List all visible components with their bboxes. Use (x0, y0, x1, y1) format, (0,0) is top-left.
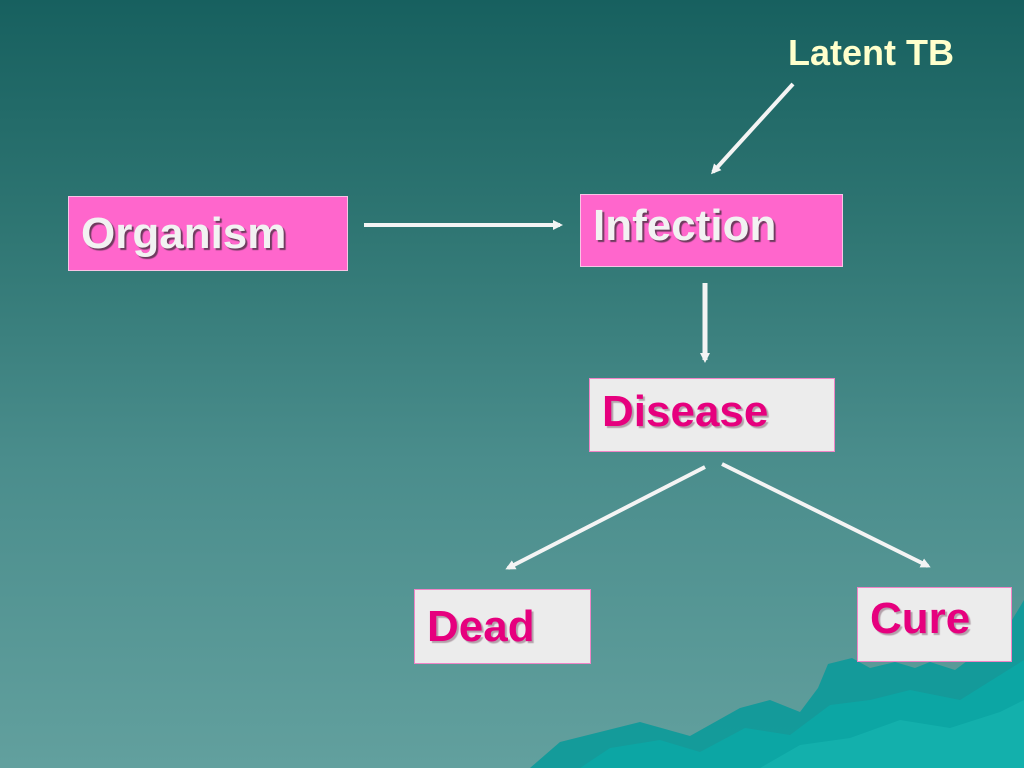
latent-tb-label: Latent TB (788, 32, 954, 73)
mountain-peak (760, 700, 1024, 768)
node-infection: Infection (580, 194, 843, 267)
node-dead: Dead (414, 589, 591, 664)
arrow-latent-to-infection (710, 82, 795, 175)
arrow-disease-to-dead (505, 465, 706, 570)
node-organism: Organism (68, 196, 348, 271)
node-cure: Cure (857, 587, 1012, 662)
node-disease: Disease (589, 378, 835, 452)
arrow-disease-to-cure (721, 462, 931, 568)
